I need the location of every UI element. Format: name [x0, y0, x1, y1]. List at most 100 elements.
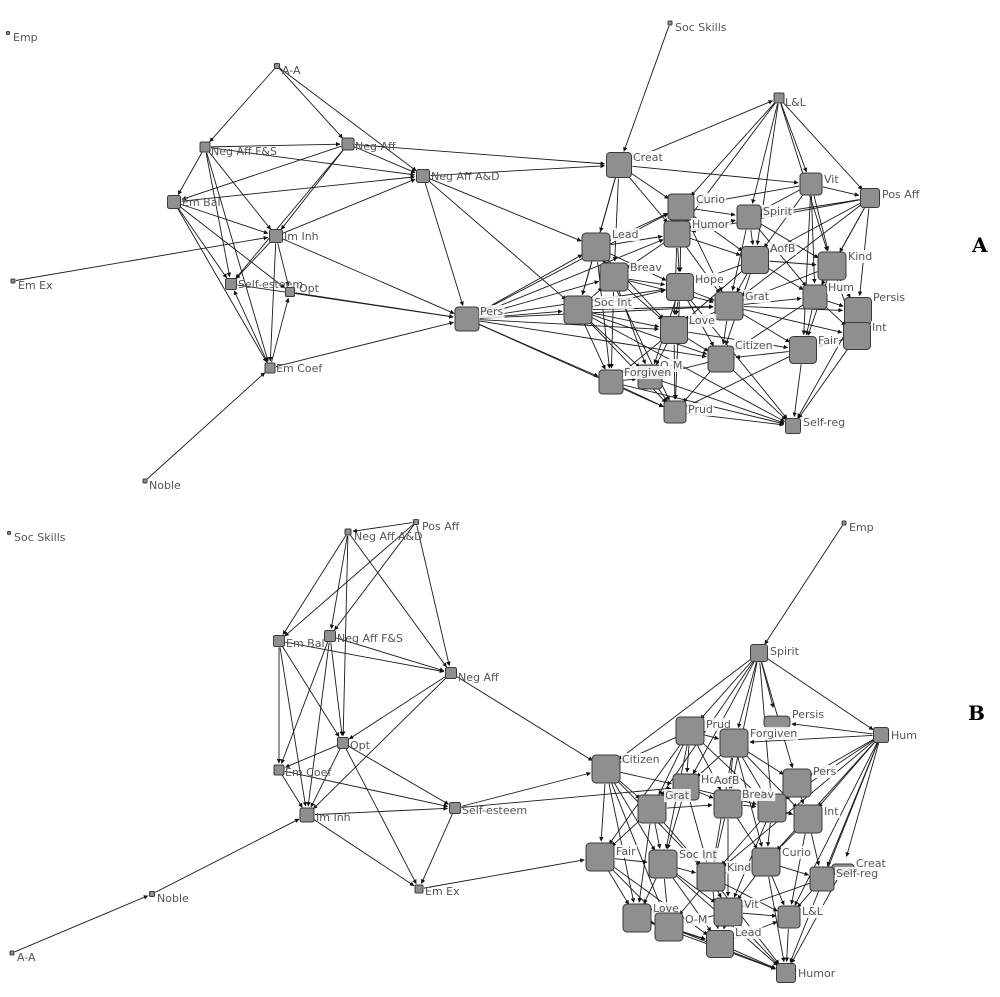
node-box[interactable]	[149, 891, 155, 897]
node-opt[interactable]: Opt	[285, 282, 320, 297]
node-humor[interactable]: Humor	[663, 218, 731, 248]
node-em-bal[interactable]: Em Bal	[167, 195, 221, 210]
node-self-reg[interactable]: Self-reg	[785, 416, 846, 434]
node-love[interactable]: Love	[660, 314, 717, 344]
node-pos-aff[interactable]: Pos Aff	[860, 188, 920, 208]
node-prud[interactable]: Prud	[663, 400, 714, 424]
node-box[interactable]	[809, 866, 835, 892]
node-im-inh[interactable]: Im Inh	[299, 807, 351, 824]
node-breav[interactable]: Breav	[599, 261, 664, 292]
node-citizen[interactable]: Citizen	[591, 753, 661, 784]
node-a-a[interactable]: A-A	[274, 63, 302, 78]
node-box[interactable]	[648, 849, 678, 879]
node-box[interactable]	[666, 273, 694, 301]
node-box[interactable]	[142, 478, 148, 484]
node-aofb[interactable]: AofB	[741, 242, 797, 274]
node-hope[interactable]: Hope	[666, 273, 725, 301]
node-box[interactable]	[449, 802, 461, 814]
node-persis[interactable]: Persis	[763, 708, 826, 729]
node-love[interactable]: Love	[622, 902, 681, 933]
node-box[interactable]	[714, 291, 744, 321]
node-box[interactable]	[637, 794, 667, 824]
node-persis[interactable]: Persis	[844, 291, 907, 325]
node-box[interactable]	[606, 152, 632, 178]
node-box[interactable]	[454, 306, 480, 332]
node-box[interactable]	[199, 141, 211, 153]
node-box[interactable]	[713, 789, 743, 819]
node-box[interactable]	[225, 278, 237, 290]
node-curio[interactable]: Curio	[751, 846, 813, 877]
node-creat[interactable]: Creat	[606, 151, 665, 178]
node-box[interactable]	[324, 630, 336, 642]
node-box[interactable]	[706, 930, 734, 958]
node-noble[interactable]: Noble	[149, 891, 189, 906]
node-o-m[interactable]: O-M	[654, 912, 709, 942]
node-soc-skills[interactable]: Soc Skills	[7, 531, 66, 544]
node-spirit[interactable]: Spirit	[750, 644, 800, 662]
node-self-reg[interactable]: Self-reg	[809, 866, 880, 892]
node-neg-aff[interactable]: Neg Aff	[445, 667, 500, 685]
node-fair[interactable]: Fair	[585, 842, 638, 872]
node-emp[interactable]: Emp	[6, 31, 38, 44]
node-box[interactable]	[274, 63, 280, 69]
node-box[interactable]	[860, 188, 880, 208]
node-box[interactable]	[269, 229, 283, 243]
node-box[interactable]	[337, 737, 349, 749]
node-kind[interactable]: Kind	[696, 861, 753, 892]
node-landl[interactable]: L&L	[773, 92, 807, 109]
node-int[interactable]: Int	[793, 804, 841, 834]
node-box[interactable]	[841, 520, 847, 526]
node-fair[interactable]: Fair	[789, 334, 840, 364]
node-neg-aff-aandd[interactable]: Neg Aff A&D	[416, 169, 500, 184]
node-im-inh[interactable]: Im Inh	[269, 229, 319, 244]
node-vit[interactable]: Vit	[799, 172, 841, 196]
node-box[interactable]	[413, 519, 419, 525]
node-grat[interactable]: Grat	[637, 789, 691, 824]
node-box[interactable]	[6, 31, 10, 35]
node-box[interactable]	[873, 727, 889, 743]
node-hum[interactable]: Hum	[873, 727, 917, 743]
node-box[interactable]	[789, 336, 817, 364]
node-box[interactable]	[713, 897, 743, 927]
node-breav[interactable]: Breav	[741, 788, 787, 823]
node-lead[interactable]: Lead	[706, 926, 763, 958]
node-box[interactable]	[414, 884, 424, 894]
node-box[interactable]	[782, 768, 812, 798]
node-box[interactable]	[341, 137, 355, 151]
node-neg-aff[interactable]: Neg Aff	[341, 137, 396, 153]
node-box[interactable]	[799, 172, 823, 196]
node-box[interactable]	[299, 807, 315, 823]
node-noble[interactable]: Noble	[142, 478, 181, 492]
node-box[interactable]	[817, 251, 847, 281]
node-box[interactable]	[667, 20, 673, 26]
node-box[interactable]	[10, 278, 16, 284]
node-box[interactable]	[736, 204, 762, 230]
node-prud[interactable]: Prud	[675, 716, 732, 746]
node-pers[interactable]: Pers	[454, 305, 505, 332]
node-box[interactable]	[344, 528, 352, 536]
node-box[interactable]	[273, 764, 285, 776]
node-box[interactable]	[719, 728, 749, 758]
node-em-ex[interactable]: Em Ex	[414, 884, 460, 898]
node-box[interactable]	[707, 345, 735, 373]
node-box[interactable]	[741, 246, 769, 274]
node-neg-aff-aandd[interactable]: Neg Aff A&D	[344, 528, 423, 543]
node-curio[interactable]: Curio	[667, 193, 727, 221]
node-forgiven[interactable]: Forgiven	[719, 727, 799, 758]
node-box[interactable]	[9, 950, 15, 956]
node-neg-aff-fands[interactable]: Neg Aff F&S	[324, 630, 403, 646]
node-box[interactable]	[563, 295, 593, 325]
node-box[interactable]	[445, 667, 457, 679]
node-hum[interactable]: Hum	[802, 281, 855, 310]
node-box[interactable]	[660, 316, 688, 344]
node-int[interactable]: Int	[843, 321, 889, 350]
node-grat[interactable]: Grat	[714, 290, 771, 321]
node-box[interactable]	[667, 193, 695, 221]
node-box[interactable]	[777, 905, 801, 929]
node-em-coef[interactable]: Em Coef	[273, 764, 332, 779]
node-box[interactable]	[264, 362, 276, 374]
node-box[interactable]	[802, 284, 828, 310]
node-forgiven[interactable]: Forgiven	[598, 366, 673, 395]
node-em-bal[interactable]: Em Bal	[273, 635, 325, 651]
node-box[interactable]	[416, 169, 430, 183]
